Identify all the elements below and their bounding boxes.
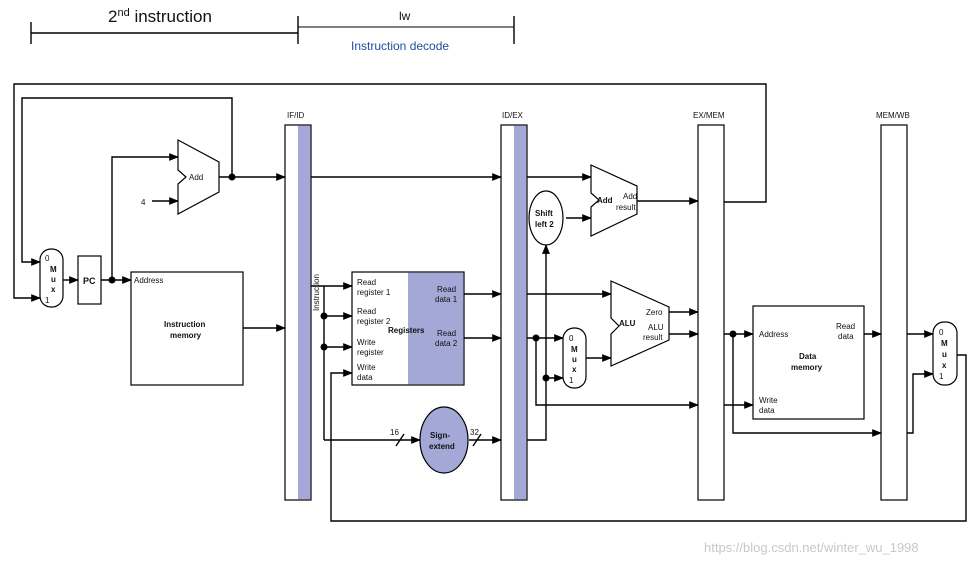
branch-adder: Add Add result — [590, 164, 638, 237]
svg-text:ALU: ALU — [619, 319, 636, 328]
data-memory: Address Read data Write data Data memory — [752, 305, 865, 420]
pc-mux: 0 M u x 1 — [39, 248, 64, 308]
sign-extend-input-width: 16 — [390, 428, 399, 437]
pipeline-register-id-ex: ID/EX — [500, 111, 528, 501]
svg-text:Add: Add — [623, 192, 637, 201]
svg-text:ALU: ALU — [648, 323, 664, 332]
pipeline-register-if-id: IF/ID — [284, 111, 312, 501]
svg-text:result: result — [643, 333, 663, 342]
if-id-label: IF/ID — [287, 111, 305, 120]
instruction-label: lw — [399, 9, 411, 23]
svg-text:M: M — [571, 345, 578, 354]
svg-text:Address: Address — [134, 276, 163, 285]
svg-text:x: x — [942, 361, 947, 370]
wires — [13, 83, 967, 522]
id-ex-label: ID/EX — [502, 111, 524, 120]
svg-text:Zero: Zero — [646, 308, 663, 317]
junction-dots — [108, 173, 737, 382]
svg-text:1: 1 — [45, 296, 50, 305]
svg-text:u: u — [942, 350, 947, 359]
instruction-bus-label: Instruction — [312, 274, 321, 311]
sign-extend: Sign- extend — [419, 406, 469, 474]
svg-text:Add: Add — [597, 196, 613, 205]
svg-text:x: x — [572, 365, 577, 374]
svg-text:Write: Write — [759, 396, 778, 405]
svg-text:data 1: data 1 — [435, 295, 458, 304]
pipeline-register-ex-mem: EX/MEM — [693, 111, 725, 501]
svg-text:Write: Write — [357, 338, 376, 347]
svg-text:Read: Read — [836, 322, 855, 331]
svg-text:data 2: data 2 — [435, 339, 458, 348]
constant-four: 4 — [141, 198, 146, 207]
svg-text:register: register — [357, 348, 384, 357]
svg-text:register 1: register 1 — [357, 288, 391, 297]
svg-text:data: data — [838, 332, 854, 341]
instruction-memory: Address Instruction memory — [130, 271, 244, 386]
svg-text:Read: Read — [437, 329, 456, 338]
pc-adder: Add — [177, 138, 220, 216]
svg-text:memory: memory — [791, 363, 823, 372]
sign-extend-output-width: 32 — [470, 428, 479, 437]
writeback-mux: 0 M u x 1 — [932, 321, 958, 386]
svg-text:data: data — [759, 406, 775, 415]
svg-text:Write: Write — [357, 363, 376, 372]
svg-text:Add: Add — [189, 173, 203, 182]
ex-mem-label: EX/MEM — [693, 111, 725, 120]
stage-label: 2nd instruction — [108, 7, 212, 26]
svg-text:1: 1 — [569, 376, 574, 385]
svg-text:0: 0 — [569, 334, 574, 343]
register-file: Read register 1 Read register 2 Write re… — [351, 271, 465, 386]
mem-wb-label: MEM/WB — [876, 111, 910, 120]
svg-text:Instruction: Instruction — [164, 320, 205, 329]
alu-mux: 0 M u x 1 — [562, 327, 587, 389]
watermark: https://blog.csdn.net/winter_wu_1998 — [704, 540, 919, 555]
svg-text:0: 0 — [45, 254, 50, 263]
shift-left-2: Shift left 2 — [528, 190, 564, 246]
svg-text:Sign-: Sign- — [430, 431, 450, 440]
svg-text:register 2: register 2 — [357, 317, 391, 326]
svg-text:1: 1 — [939, 372, 944, 381]
svg-text:Read: Read — [437, 285, 456, 294]
svg-text:result: result — [616, 203, 636, 212]
svg-text:Address: Address — [759, 330, 788, 339]
svg-text:M: M — [50, 265, 57, 274]
svg-text:Read: Read — [357, 307, 376, 316]
svg-text:x: x — [51, 285, 56, 294]
svg-text:Shift: Shift — [535, 209, 553, 218]
svg-text:extend: extend — [429, 442, 455, 451]
svg-text:M: M — [941, 339, 948, 348]
svg-text:data: data — [357, 373, 373, 382]
pc-register: PC — [77, 255, 102, 305]
alu: ALU Zero ALU result — [610, 280, 670, 367]
svg-text:Registers: Registers — [388, 326, 425, 335]
svg-text:PC: PC — [83, 276, 96, 286]
svg-text:0: 0 — [939, 328, 944, 337]
svg-text:left 2: left 2 — [535, 220, 554, 229]
pipeline-register-mem-wb: MEM/WB — [876, 111, 910, 501]
svg-text:u: u — [572, 355, 577, 364]
svg-text:memory: memory — [170, 331, 202, 340]
svg-text:u: u — [51, 275, 56, 284]
svg-text:Read: Read — [357, 278, 376, 287]
phase-label: Instruction decode — [351, 39, 449, 53]
svg-text:Data: Data — [799, 352, 817, 361]
header: 2nd instruction lw Instruction decode — [30, 7, 515, 53]
